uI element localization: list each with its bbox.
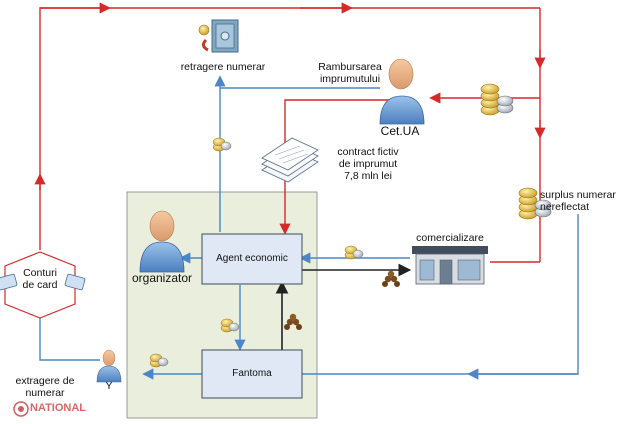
y-label: Y	[105, 380, 113, 392]
surplus-label: surplus numerar nereflectat	[540, 189, 616, 213]
organizator-label: organizator	[131, 271, 193, 285]
coin-stack-icon	[220, 318, 240, 333]
black-flow-lines	[275, 263, 412, 350]
coin-stack-icon	[480, 83, 514, 116]
agent-economic-label: Agent economic	[216, 253, 288, 264]
coin-stack-icon	[149, 353, 169, 368]
document-stack-icon	[261, 137, 319, 183]
coin-stack-icon	[518, 187, 552, 220]
coin-stack-icon	[212, 137, 232, 152]
goods-icon	[284, 313, 302, 330]
card-icon	[0, 273, 86, 291]
blue-flow-lines	[39, 75, 579, 380]
rambursarea-label: Rambursarea imprumutului	[318, 61, 382, 85]
fantoma-box	[201, 349, 303, 399]
cet-ua-label: Cet.UA	[380, 124, 420, 138]
watermark-icon	[13, 401, 29, 417]
red-flow-lines	[34, 2, 546, 263]
extragere-label: extragere de numerar	[15, 375, 75, 399]
conturi-de-card-label: Conturi de card	[22, 267, 58, 291]
coin-stack-icon	[344, 245, 364, 260]
person-icon	[379, 58, 425, 125]
agent-economic-box	[201, 233, 303, 285]
goods-icon	[382, 270, 400, 287]
retragere-numerar-label: retragere numerar	[180, 61, 266, 73]
contract-label: contract fictiv de imprumut 7,8 mln lei	[337, 146, 399, 182]
person-icon	[139, 210, 185, 273]
safe-icon	[198, 19, 239, 53]
conturi-de-card-shape	[4, 251, 76, 319]
comercializare-label: comercializare	[416, 232, 484, 244]
person-icon	[96, 349, 122, 383]
watermark-label: NATIONAL	[30, 402, 87, 414]
fantoma-label: Fantoma	[232, 368, 272, 379]
shop-icon	[412, 246, 488, 285]
